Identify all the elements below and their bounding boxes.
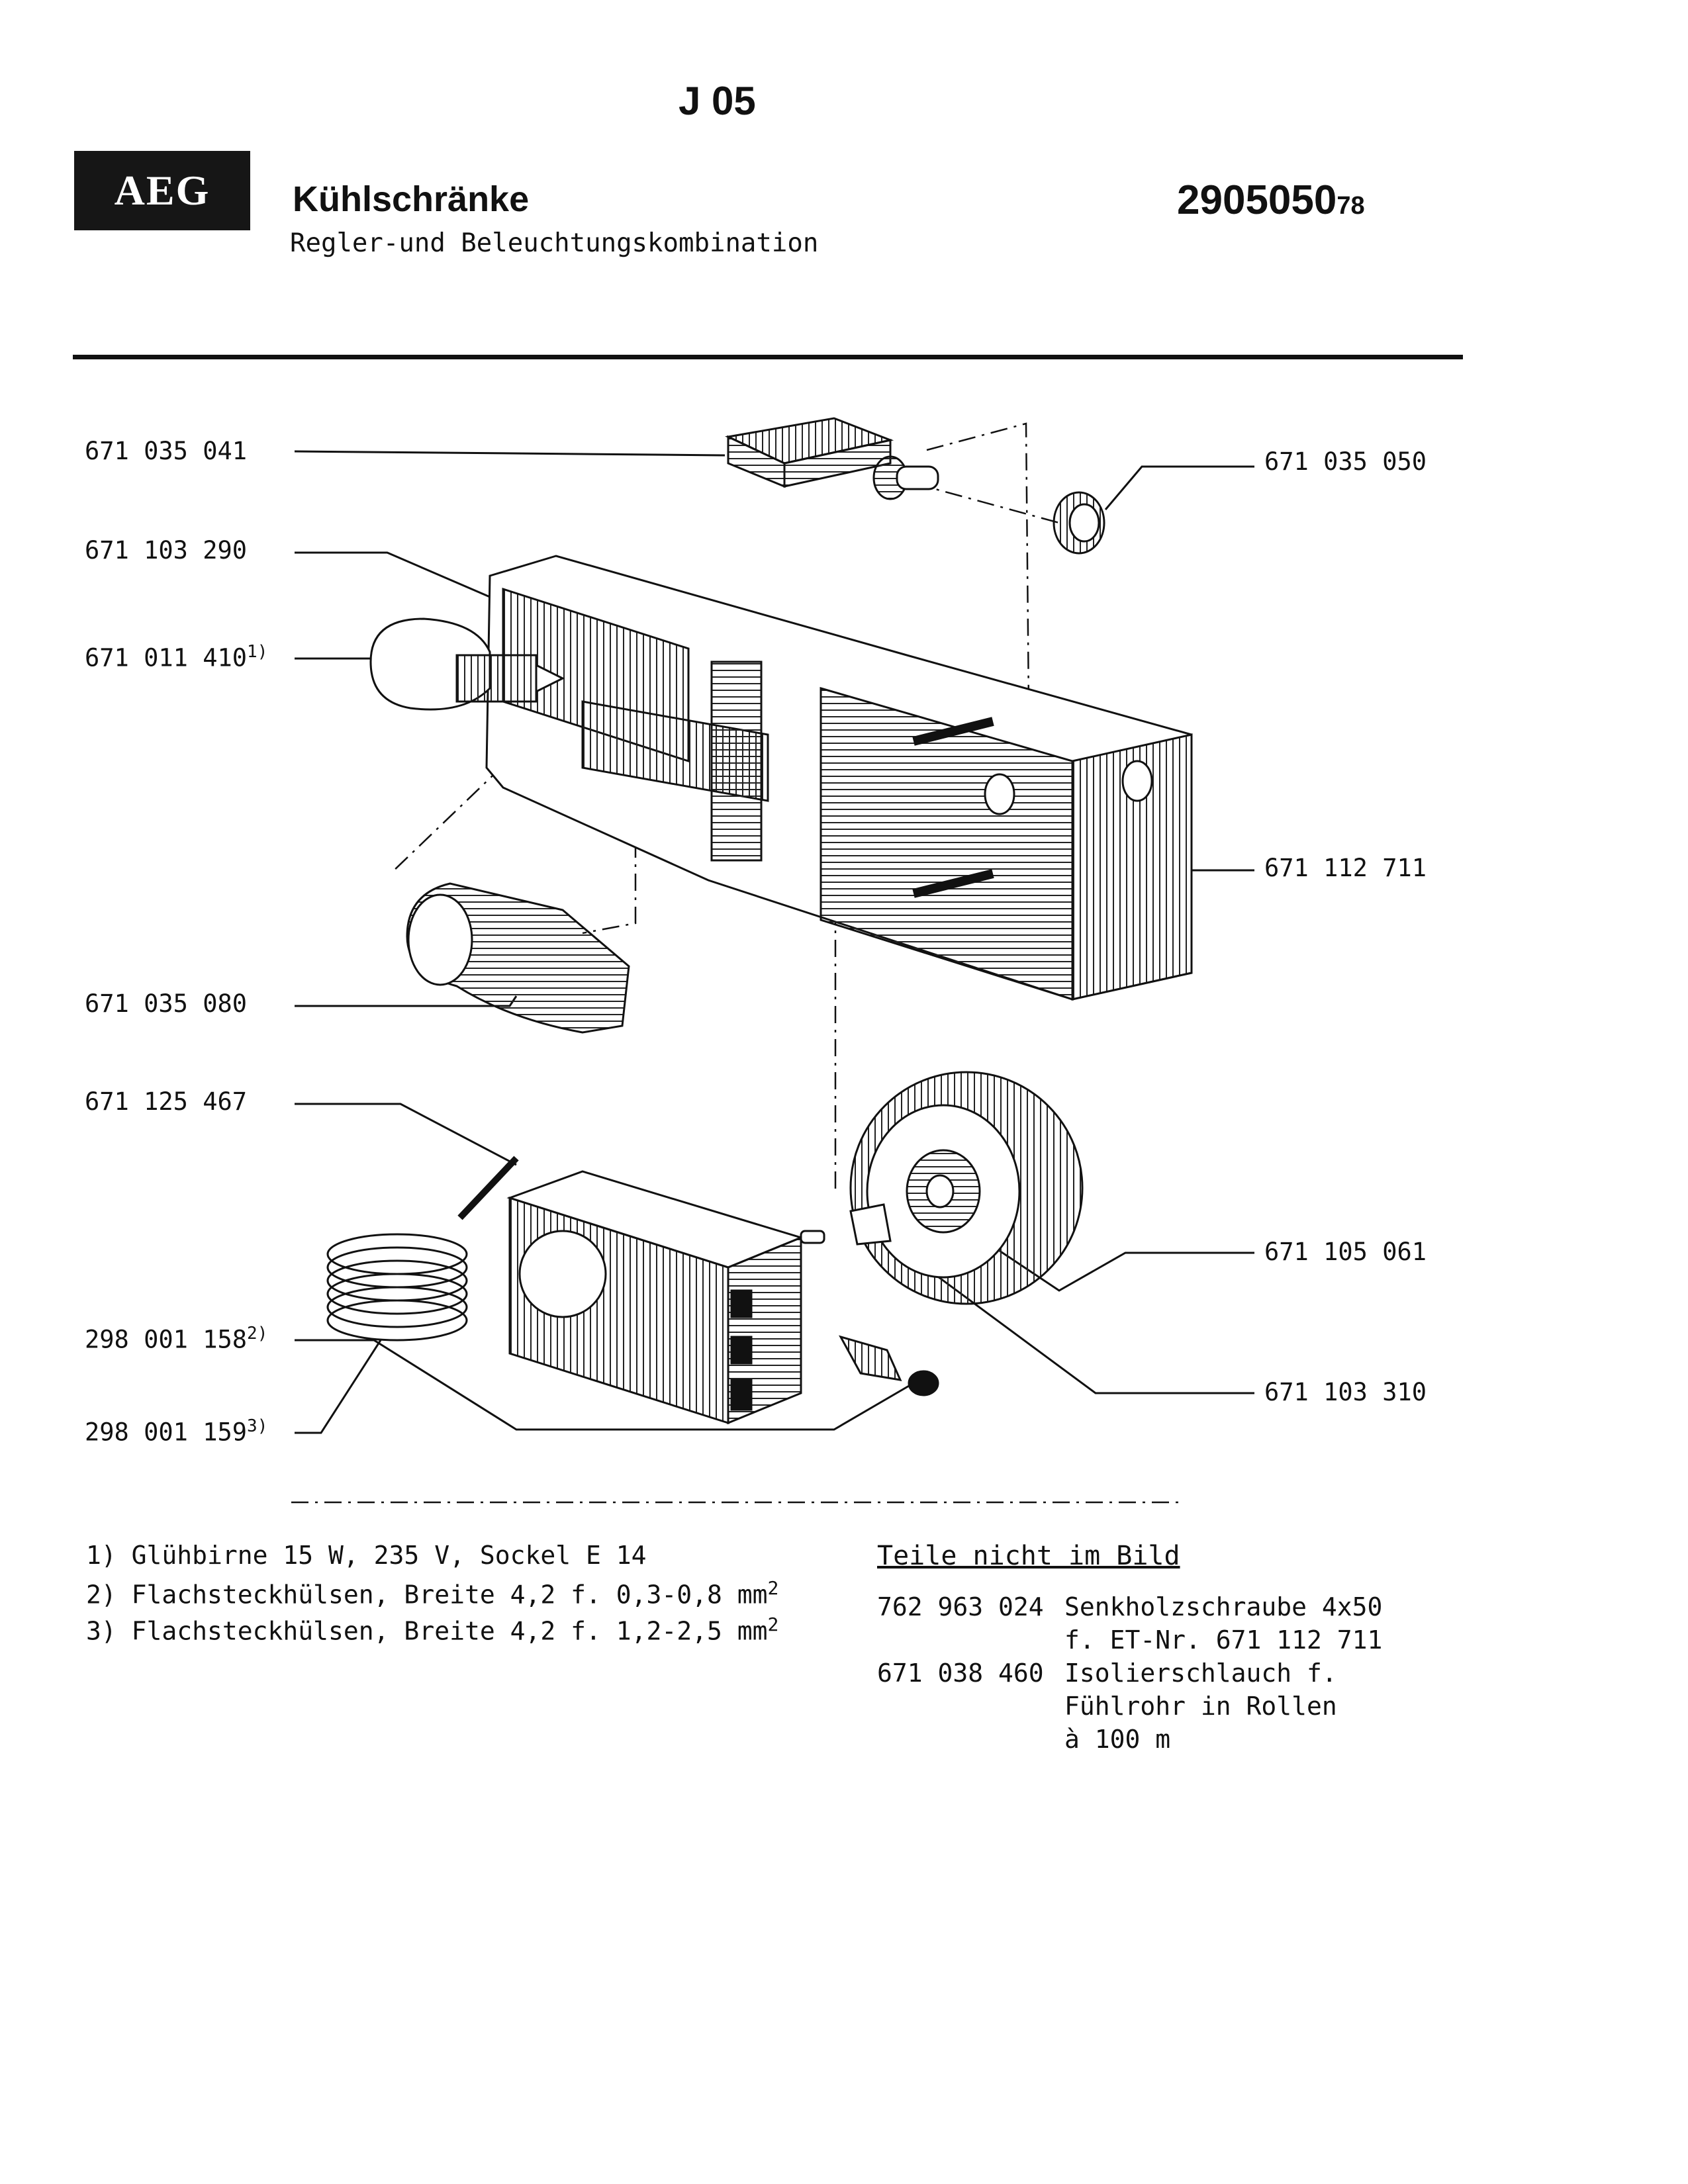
footnote-ref-2: 2) <box>247 1324 268 1343</box>
category-title: Kühlschränke <box>293 179 530 219</box>
part-label-298-001-158: 298 001 1582) <box>85 1324 268 1354</box>
part-label-671-035-041: 671 035 041 <box>85 437 248 465</box>
document-number-main: 2905050 <box>1177 177 1337 223</box>
part-label-298-001-159: 298 001 1593) <box>85 1416 268 1447</box>
footnote-ref-3: 3) <box>247 1416 268 1436</box>
document-number: 290505078 <box>1177 177 1365 224</box>
footnote-3: 3) Flachsteckhülsen, Breite 4,2 f. 1,2-2… <box>86 1614 779 1646</box>
control-knob-part <box>849 1071 1084 1305</box>
thermostat-part <box>326 1156 825 1425</box>
footnote-1: 1) Glühbirne 15 W, 235 V, Sockel E 14 <box>86 1541 647 1570</box>
knurled-nut-part <box>1053 491 1105 555</box>
part-label-671-125-467: 671 125 467 <box>85 1087 248 1116</box>
not-shown-part-desc-2b: Fühlrohr in Rollen <box>1064 1692 1337 1721</box>
aeg-logo-text: AEG <box>114 167 211 214</box>
exploded-view-diagram <box>291 417 1254 1504</box>
flat-connector-part <box>838 1335 939 1396</box>
header-rule <box>73 355 1463 359</box>
part-label-671-103-310: 671 103 310 <box>1264 1378 1427 1406</box>
not-shown-part-desc-2a: Isolierschlauch f. <box>1064 1659 1337 1688</box>
part-label-671-035-080: 671 035 080 <box>85 989 248 1018</box>
footnote-2: 2) Flachsteckhülsen, Breite 4,2 f. 0,3-0… <box>86 1577 779 1610</box>
part-label-671-103-290: 671 103 290 <box>85 536 248 565</box>
coupling-part <box>849 1203 892 1246</box>
aeg-logo: AEG <box>74 151 250 230</box>
page-code: J 05 <box>679 79 756 123</box>
not-shown-part-desc-2c: à 100 m <box>1064 1725 1171 1754</box>
part-label-671-035-050: 671 035 050 <box>1264 447 1427 476</box>
part-label-671-011-410: 671 011 4101) <box>85 642 268 672</box>
not-shown-part-desc-1b: f. ET-Nr. 671 112 711 <box>1064 1625 1383 1655</box>
not-shown-part-number-1: 762 963 024 <box>877 1592 1044 1621</box>
not-shown-part-desc-1a: Senkholzschraube 4x50 <box>1064 1592 1383 1621</box>
subtitle: Regler-und Beleuchtungskombination <box>290 228 819 258</box>
footnote-ref-1: 1) <box>247 642 268 662</box>
lamp-socket-part <box>406 882 630 1034</box>
bulb-part <box>369 617 565 711</box>
parts-not-shown-title: Teile nicht im Bild <box>877 1541 1180 1571</box>
document-number-suffix: 78 <box>1336 192 1365 220</box>
knob-cap-part <box>725 417 939 500</box>
not-shown-part-number-2: 671 038 460 <box>877 1659 1044 1688</box>
capillary-coil <box>326 1156 519 1342</box>
housing-part <box>485 555 1193 1001</box>
part-label-671-105-061: 671 105 061 <box>1264 1238 1427 1266</box>
part-label-671-112-711: 671 112 711 <box>1264 854 1427 882</box>
